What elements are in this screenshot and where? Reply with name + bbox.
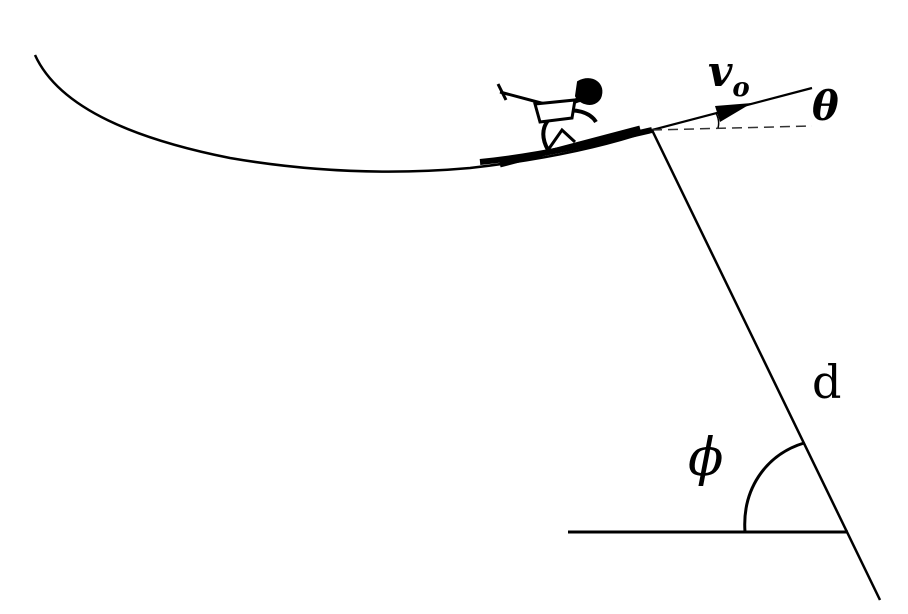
horizontal-reference-line [651, 125, 813, 131]
ski-ramp-curve [33, 54, 653, 173]
theta-arc [715, 112, 720, 129]
skier-icon [496, 78, 641, 168]
velocity-arrow-icon [651, 86, 813, 132]
phi-arc [743, 441, 805, 533]
theta-label: θ [812, 83, 839, 130]
slope-line [650, 129, 882, 601]
distance-label: d [812, 355, 841, 409]
velocity-label: vo [708, 47, 750, 103]
phi-label: ϕ [688, 428, 723, 488]
